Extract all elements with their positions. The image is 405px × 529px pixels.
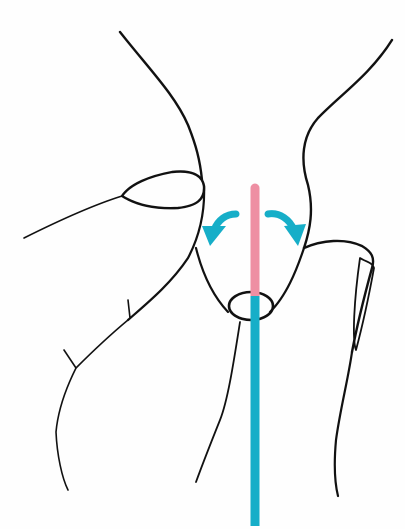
left-fingernail xyxy=(122,172,204,209)
right-finger-upper-contour xyxy=(303,40,392,248)
center-pinch xyxy=(196,248,304,482)
left-finger xyxy=(24,32,204,490)
lower-fabric-left xyxy=(196,322,240,482)
right-finger xyxy=(303,40,392,496)
right-finger-lower-contour xyxy=(335,352,352,496)
curved-arrow-right-icon xyxy=(268,214,306,246)
left-finger-wrist-line xyxy=(56,368,76,490)
left-finger-top-skin xyxy=(24,196,122,238)
pinch-right-edge xyxy=(270,248,304,312)
left-finger-knuckle-line xyxy=(128,300,130,318)
left-finger-side xyxy=(128,186,204,320)
left-finger-upper-contour xyxy=(120,32,202,180)
curved-arrow-left-icon xyxy=(202,214,236,246)
left-finger-lower-contour xyxy=(64,320,128,368)
right-fingernail xyxy=(304,241,373,352)
pinch-left-edge xyxy=(196,248,228,312)
